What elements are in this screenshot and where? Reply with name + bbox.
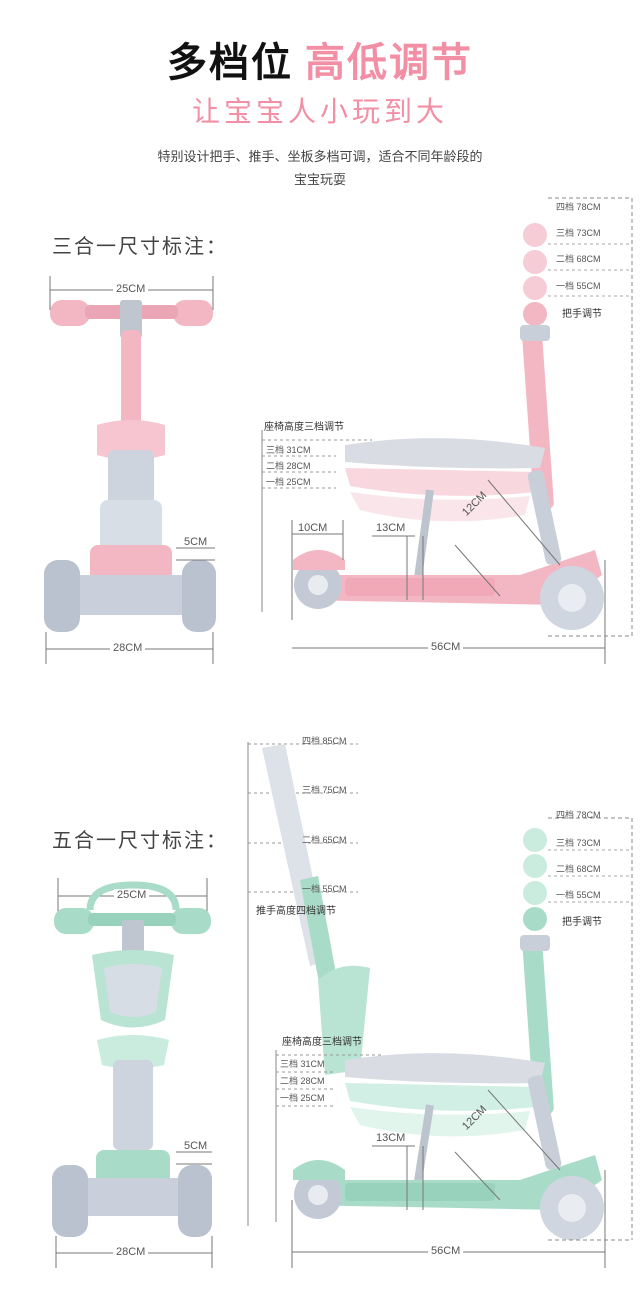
s1-dim-10: 10CM bbox=[298, 522, 328, 534]
s2-handle-level-3: 三档 73CM bbox=[556, 838, 601, 848]
s1-seat-level-3: 三档 31CM bbox=[266, 445, 311, 455]
s2-handle-level-1: 一档 55CM bbox=[556, 890, 601, 900]
s1-handle-level-1: 一档 55CM bbox=[556, 281, 601, 291]
pink-scooter-side-image bbox=[261, 197, 633, 664]
s2-length: 56CM bbox=[428, 1245, 464, 1257]
s2-front-base-width: 28CM bbox=[113, 1246, 149, 1258]
page-title: 多档位高低调节 bbox=[0, 30, 640, 88]
description-line-2: 宝宝玩耍 bbox=[293, 173, 346, 188]
section1-title: 三合一尺寸标注： bbox=[52, 234, 228, 258]
s1-dim-13: 13CM bbox=[376, 522, 406, 534]
s2-seat-title: 座椅高度三档调节 bbox=[282, 1037, 362, 1048]
s2-dim-13: 13CM bbox=[376, 1132, 406, 1144]
s1-handle-level-3: 三档 73CM bbox=[556, 228, 601, 238]
mint-scooter-front-image bbox=[52, 878, 213, 1268]
s2-seat-level-2: 二档 28CM bbox=[280, 1076, 325, 1086]
s1-handle-label: 把手调节 bbox=[562, 309, 602, 320]
s2-handle-label: 把手调节 bbox=[562, 917, 602, 928]
s1-handle-level-2: 二档 68CM bbox=[556, 254, 601, 264]
s1-seat-level-1: 一档 25CM bbox=[266, 477, 311, 487]
s1-seat-title: 座椅高度三档调节 bbox=[264, 422, 344, 433]
s1-seat-level-2: 二档 28CM bbox=[266, 461, 311, 471]
s2-seat-level-3: 三档 31CM bbox=[280, 1059, 325, 1069]
subtitle: 让宝宝人小玩到大 bbox=[191, 95, 448, 128]
s1-front-handle-width: 25CM bbox=[113, 283, 149, 295]
s2-push-level-4: 四档 85CM bbox=[302, 736, 347, 746]
s2-push-level-1: 一档 55CM bbox=[302, 884, 347, 894]
title-pink: 高低调节 bbox=[305, 40, 473, 86]
section2-title: 五合一尺寸标注： bbox=[52, 828, 228, 852]
s1-front-base-width: 28CM bbox=[110, 642, 146, 654]
description-line-1: 特别设计把手、推手、坐板多档可调，适合不同年龄段的 bbox=[157, 150, 483, 165]
s2-seat-level-1: 一档 25CM bbox=[280, 1093, 325, 1103]
s1-front-deck-step: 5CM bbox=[184, 536, 208, 548]
s2-push-level-3: 三档 75CM bbox=[302, 785, 347, 795]
s2-push-title: 推手高度四档调节 bbox=[256, 906, 336, 917]
title-dark: 多档位 bbox=[167, 40, 293, 86]
s1-length: 56CM bbox=[428, 641, 464, 653]
s2-push-level-2: 二档 65CM bbox=[302, 835, 347, 845]
s2-front-handle-width: 25CM bbox=[114, 889, 150, 901]
mint-scooter-side-image bbox=[247, 742, 633, 1268]
s2-handle-level-4: 四档 78CM bbox=[556, 810, 601, 820]
s2-handle-level-2: 二档 68CM bbox=[556, 864, 601, 874]
pink-scooter-front-image bbox=[44, 276, 216, 664]
s1-handle-level-4: 四档 78CM bbox=[556, 202, 601, 212]
s2-front-deck-step: 5CM bbox=[184, 1140, 208, 1152]
description: 特别设计把手、推手、坐板多档可调，适合不同年龄段的 宝宝玩耍 bbox=[110, 146, 530, 192]
